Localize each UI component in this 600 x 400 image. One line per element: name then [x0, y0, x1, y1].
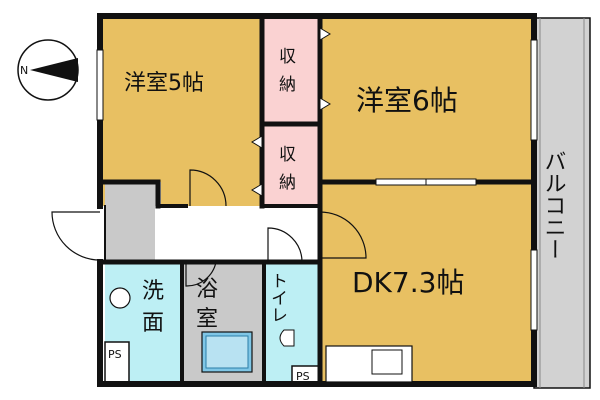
storage-top-label-1: 収 [279, 47, 296, 67]
toilet-area [264, 262, 320, 384]
storage-top-label-2: 納 [279, 75, 296, 95]
entrance-area [105, 182, 161, 260]
toilet-door [267, 227, 303, 263]
dk-label: DK7.3帖 [352, 266, 464, 299]
western-room-6-label: 洋室6帖 [356, 84, 458, 117]
sink-icon [371, 349, 403, 375]
walls [97, 13, 537, 387]
storage-mid-label-1: 収 [279, 145, 296, 165]
toilet-icon [279, 329, 295, 347]
toilet-label: トイレ [267, 272, 287, 323]
compass-arrow-icon [30, 58, 78, 82]
storage-top-area [262, 16, 320, 124]
washer-icon [109, 287, 131, 309]
sliding-door [375, 178, 477, 186]
washroom-label-1: 洗 [142, 279, 164, 304]
windows [96, 39, 538, 331]
western-room-6-area [320, 16, 534, 182]
bath-door [185, 261, 217, 287]
balcony-area [533, 17, 591, 389]
ps-left-label: PS [108, 348, 122, 361]
bathtub-inner [205, 335, 249, 369]
compass: N [17, 39, 79, 101]
storage-middle-area [262, 124, 320, 206]
dk-door [319, 211, 367, 259]
room5-door [189, 169, 227, 207]
entrance-door [51, 211, 101, 261]
balcony-label: バルコニー [541, 150, 566, 260]
western-room-5-area [100, 16, 264, 206]
compass-north-label: N [20, 64, 28, 77]
bath-label-1: 浴 [196, 277, 218, 302]
western-room-5-label: 洋室5帖 [124, 71, 204, 96]
storage-mid-label-2: 納 [279, 173, 296, 193]
hallway-area [155, 206, 320, 260]
closet-doors [251, 27, 331, 197]
washroom-label-2: 面 [142, 311, 164, 336]
ps-right-label: PS [296, 370, 310, 383]
bath-label-2: 室 [196, 307, 218, 332]
